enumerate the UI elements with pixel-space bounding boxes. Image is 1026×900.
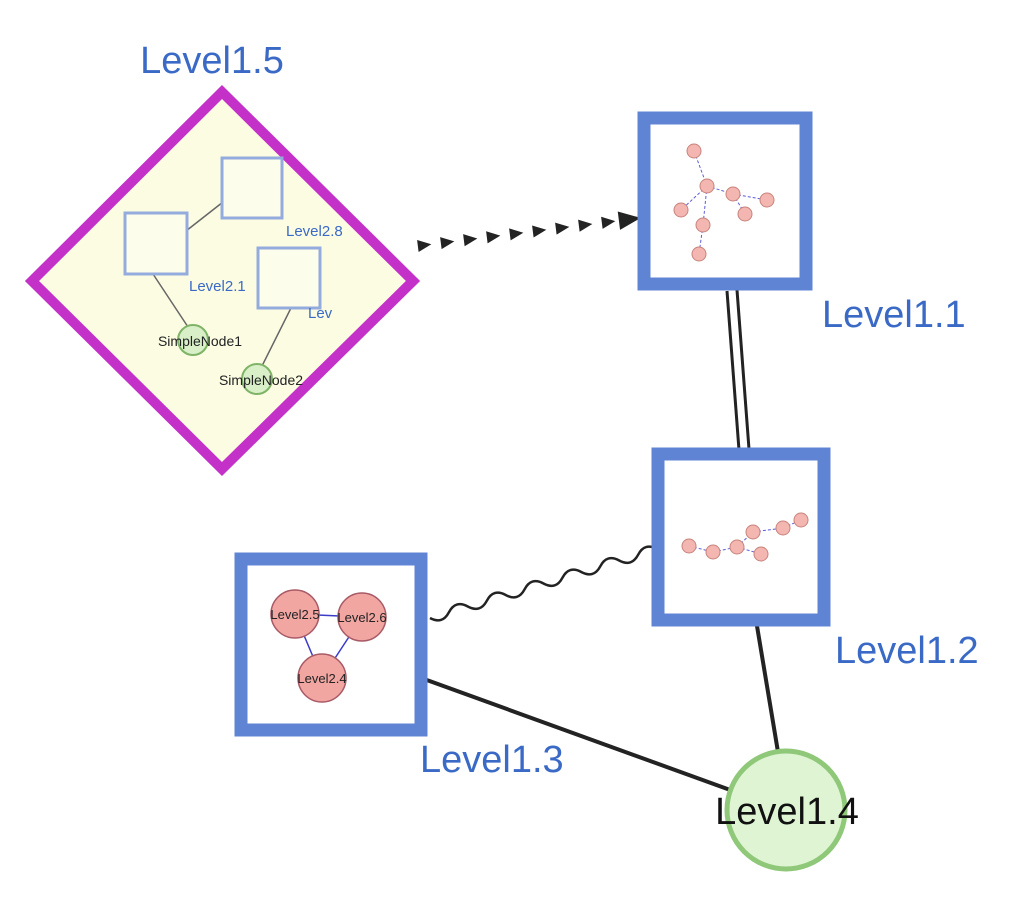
level1-2-label: Level1.2 (835, 630, 979, 672)
inner-edge-level21-simplenode1[interactable] (152, 273, 191, 331)
edge-level11-to-level12-double-line[interactable] (725, 289, 751, 451)
node-simplenode2[interactable] (241, 363, 273, 395)
level1-3-square-shape[interactable] (234, 552, 428, 737)
mini-graph-node[interactable] (681, 538, 697, 554)
mini-graph-node[interactable] (775, 520, 791, 536)
node-level2-x[interactable] (256, 246, 322, 310)
level1-2-inner-graph (681, 512, 809, 562)
node-level2-5[interactable] (270, 589, 320, 639)
level2-4-label: Level2.4 (297, 671, 346, 686)
mini-graph-node[interactable] (699, 178, 715, 194)
edge-level12-to-level14[interactable] (755, 625, 780, 753)
mini-graph-node[interactable] (673, 202, 689, 218)
mini-graph-node[interactable] (691, 246, 707, 262)
mini-graph-node[interactable] (695, 217, 711, 233)
level2-5-label: Level2.5 (270, 607, 319, 622)
node-level1-5-group: Level2.8 Level2.1 Lev SimpleNode1 Simple… (24, 84, 421, 477)
mini-graph-edge (732, 193, 746, 215)
mini-graph-node[interactable] (759, 192, 775, 208)
node-level1-1-group (637, 111, 813, 291)
inner-edge-levelx-simplenode2[interactable] (260, 307, 292, 369)
mini-graph-node[interactable] (729, 539, 745, 555)
level1-1-label: Level1.1 (822, 294, 966, 336)
level1-2-square-shape[interactable] (651, 447, 831, 627)
inner-edge-level21-level28[interactable] (185, 201, 224, 232)
level1-5-diamond-shape[interactable] (24, 84, 421, 477)
node-level2-4[interactable] (297, 653, 347, 703)
node-level1-4-shape[interactable] (724, 748, 848, 872)
node-level1-2-group (651, 447, 831, 627)
simplenode1-label: SimpleNode1 (158, 333, 242, 349)
level1-4-label: Level1.4 (715, 791, 859, 833)
level1-3-label: Level1.3 (420, 739, 564, 781)
mini-graph-node[interactable] (705, 544, 721, 560)
level2-6-label: Level2.6 (337, 610, 386, 625)
edge-level13-to-level12-wavy[interactable] (429, 545, 658, 622)
node-level2-8[interactable] (220, 156, 284, 220)
mini-graph-node[interactable] (793, 512, 809, 528)
edge-level13-to-level14[interactable] (423, 677, 734, 793)
level2-1-label: Level2.1 (189, 278, 246, 295)
mini-graph-node[interactable] (737, 206, 753, 222)
node-level2-1[interactable] (123, 211, 189, 276)
level1-5-label: Level1.5 (140, 40, 284, 82)
mini-graph-node[interactable] (753, 546, 769, 562)
double-line-left (725, 290, 741, 451)
double-line-right (735, 289, 751, 450)
mini-graph-edge (736, 531, 754, 548)
level2-x-label: Lev (308, 305, 333, 322)
edge-level15-to-level11-dashed-arrow[interactable] (402, 211, 641, 253)
mini-graph-node[interactable] (725, 186, 741, 202)
node-simplenode1[interactable] (177, 324, 209, 356)
level1-1-inner-graph (673, 143, 775, 262)
level1-1-square-shape[interactable] (637, 111, 813, 291)
mini-graph-node[interactable] (745, 524, 761, 540)
node-level2-6[interactable] (337, 592, 387, 642)
node-level1-3-group: Level2.5 Level2.6 Level2.4 (234, 552, 428, 737)
mini-graph-node[interactable] (686, 143, 702, 159)
simplenode2-label: SimpleNode2 (219, 372, 303, 388)
level2-8-label: Level2.8 (286, 223, 343, 240)
